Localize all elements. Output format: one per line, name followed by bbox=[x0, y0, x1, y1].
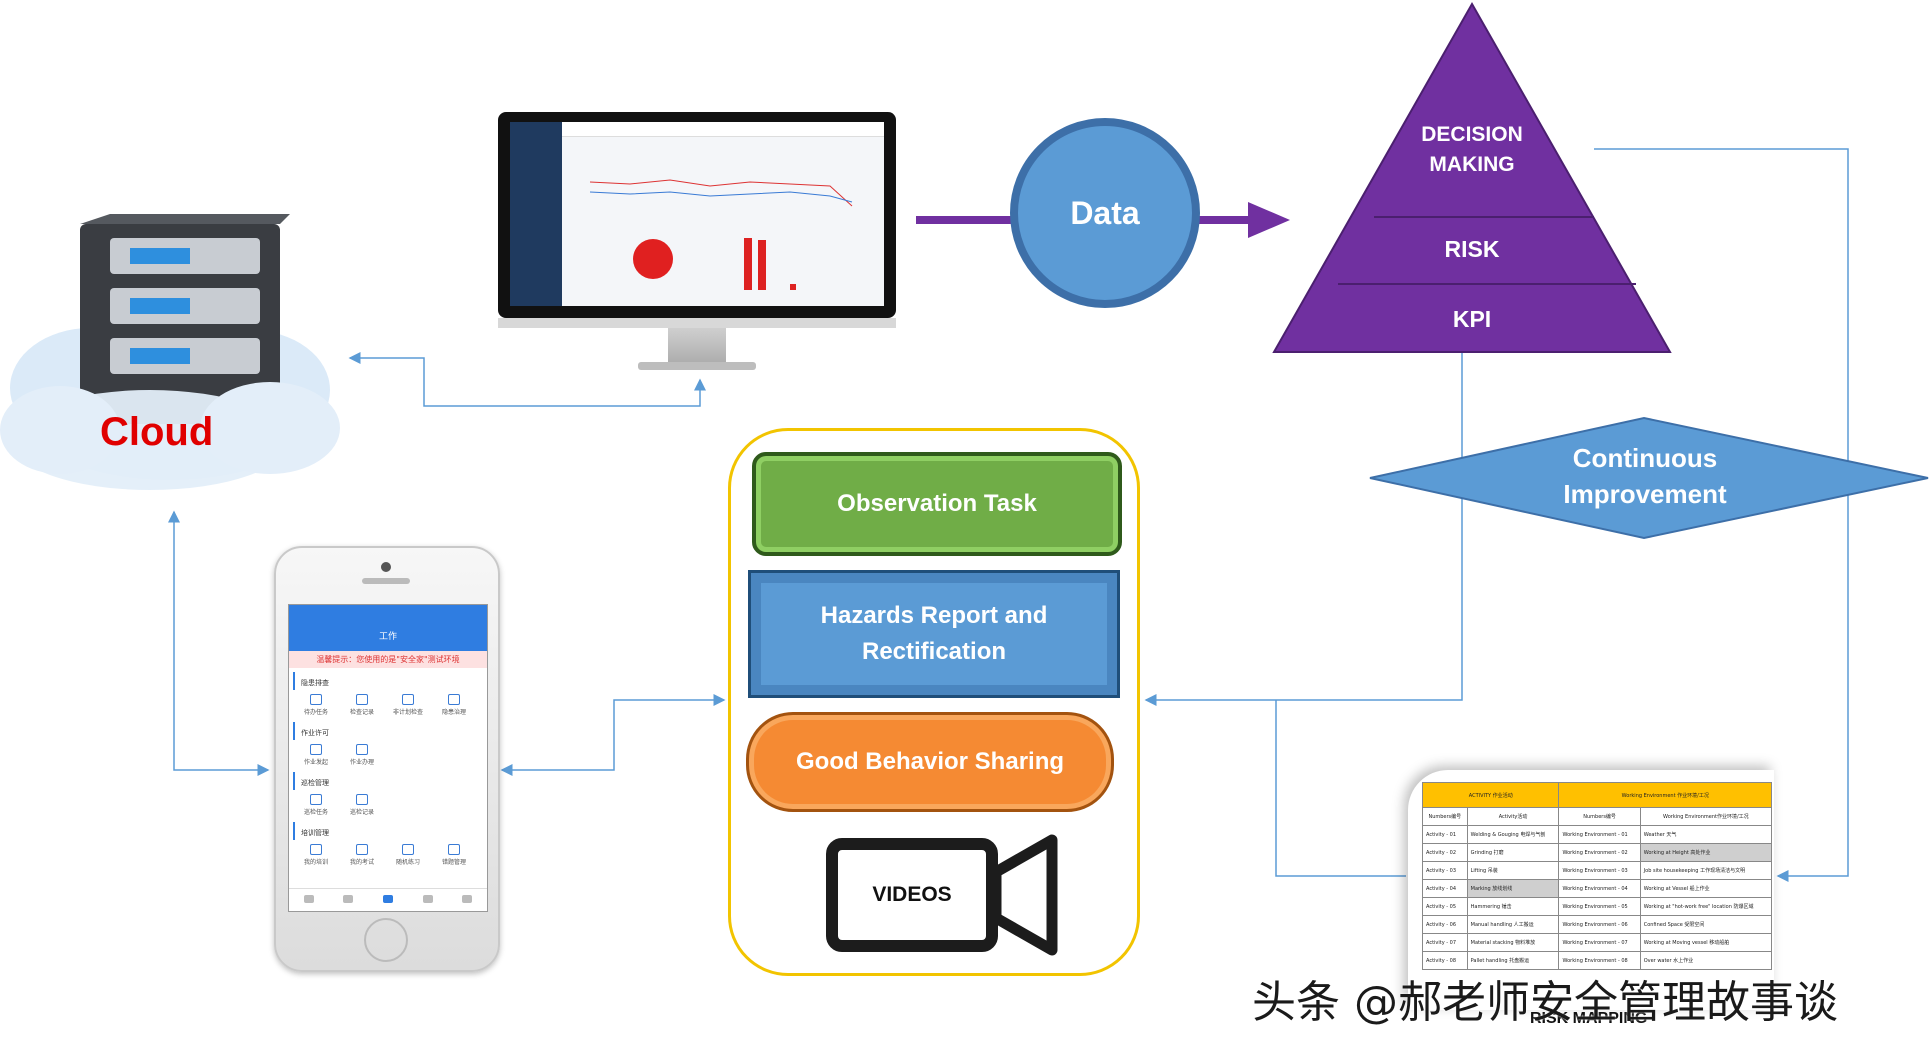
phone-screen: 工作 温馨提示：您使用的是"安全家"测试环境 隐患排查 待办任务 检查记录 非计… bbox=[288, 604, 488, 912]
phone-speaker bbox=[362, 578, 410, 584]
data-arrow-head bbox=[1248, 202, 1290, 238]
mobile-phone: 工作 温馨提示：您使用的是"安全家"测试环境 隐患排查 待办任务 检查记录 非计… bbox=[274, 546, 500, 972]
dashboard-screen bbox=[510, 122, 884, 306]
center-panel bbox=[728, 428, 1140, 976]
phone-menu-item[interactable]: 检查记录 bbox=[339, 692, 385, 716]
phone-section-title: 隐患排查 bbox=[293, 672, 487, 690]
observation-task-box: Observation Task bbox=[752, 452, 1122, 556]
monitor-base bbox=[638, 362, 756, 370]
table-subheader: Activity活动 bbox=[1466, 807, 1560, 826]
monitor-cloud-connector bbox=[348, 352, 706, 407]
phone-section-title: 巡检管理 bbox=[293, 772, 487, 790]
pyramid bbox=[1272, 1, 1672, 353]
table-subheader: Numbers编号 bbox=[1558, 807, 1641, 826]
monitor-chin bbox=[498, 318, 896, 328]
phone-menu-item[interactable]: 非计划检查 bbox=[385, 692, 431, 716]
phone-menu-item[interactable]: 错题管理 bbox=[431, 842, 477, 866]
phone-menu-item[interactable]: 随机练习 bbox=[385, 842, 431, 866]
cloud-phone-connector bbox=[168, 510, 270, 776]
dashboard-topbar bbox=[562, 122, 884, 137]
table-subheader: Working Environment作业环境/工况 bbox=[1639, 807, 1773, 826]
data-label: Data bbox=[1070, 194, 1140, 231]
phone-bottom-nav bbox=[289, 888, 487, 911]
hazards-report-box: Hazards Report and Rectification bbox=[748, 570, 1120, 698]
continuous-improvement-label: Continuous Improvement bbox=[1563, 443, 1727, 509]
phone-menu-item[interactable]: 待办任务 bbox=[293, 692, 339, 716]
phone-menu-item[interactable]: 作业发起 bbox=[293, 742, 339, 766]
cloud-server-icon bbox=[0, 214, 340, 490]
dashboard-line-chart bbox=[590, 179, 853, 207]
pyramid-decision-making: DECISION MAKING bbox=[1421, 123, 1523, 176]
risk-mapping-label: RISK MAPPING bbox=[1530, 1010, 1648, 1027]
phone-warning: 温馨提示：您使用的是"安全家"测试环境 bbox=[289, 651, 487, 668]
risk-mapping-table: ACTIVITY 作业活动 Working Environment 作业环境/工… bbox=[1421, 782, 1773, 970]
pyramid-sheet-connector bbox=[1594, 148, 1849, 882]
phone-panel-connector bbox=[500, 694, 726, 776]
watermark: 头条 @郝老师安全管理故事谈 bbox=[1252, 977, 1838, 1028]
videos-label: VIDEOS bbox=[872, 883, 952, 906]
phone-menu-item[interactable]: 巡检任务 bbox=[293, 792, 339, 816]
phone-menu-item[interactable]: 巡检记录 bbox=[339, 792, 385, 816]
phone-app-header: 工作 bbox=[289, 605, 487, 651]
phone-app-title: 工作 bbox=[378, 632, 397, 642]
pyramid-kpi: KPI bbox=[1452, 306, 1492, 332]
table-header: Working Environment 作业环境/工况 bbox=[1558, 782, 1772, 808]
dashboard-sidebar bbox=[510, 122, 562, 306]
kpi-panel-connector bbox=[1144, 352, 1463, 706]
table-subheader: Numbers编号 bbox=[1422, 807, 1468, 826]
continuous-improvement-diamond bbox=[1369, 416, 1929, 540]
risk-mapping-sheet: ACTIVITY 作业活动 Working Environment 作业环境/工… bbox=[1408, 770, 1774, 1010]
pyramid-risk: RISK bbox=[1444, 236, 1500, 262]
phone-menu-item[interactable]: 我的考试 bbox=[339, 842, 385, 866]
monitor-stand bbox=[668, 328, 726, 366]
good-behavior-box: Good Behavior Sharing bbox=[746, 712, 1114, 812]
table-header: ACTIVITY 作业活动 bbox=[1421, 782, 1560, 808]
dashboard-monitor bbox=[498, 112, 896, 318]
dashboard-pie-chart bbox=[633, 239, 673, 279]
panel-sheet-connector bbox=[1275, 700, 1406, 877]
dashboard-bar-chart bbox=[744, 238, 796, 290]
phone-home-button bbox=[364, 918, 408, 962]
phone-camera bbox=[381, 562, 391, 572]
phone-menu-item[interactable]: 隐患治理 bbox=[431, 692, 477, 716]
data-node: Data bbox=[1010, 118, 1200, 308]
phone-section-title: 作业许可 bbox=[293, 722, 487, 740]
phone-section-title: 培训管理 bbox=[293, 822, 487, 840]
video-camera-icon: VIDEOS bbox=[826, 838, 998, 952]
phone-menu-item[interactable]: 作业办理 bbox=[339, 742, 385, 766]
cloud-label: Cloud bbox=[100, 410, 214, 454]
phone-menu-item[interactable]: 我的培训 bbox=[293, 842, 339, 866]
